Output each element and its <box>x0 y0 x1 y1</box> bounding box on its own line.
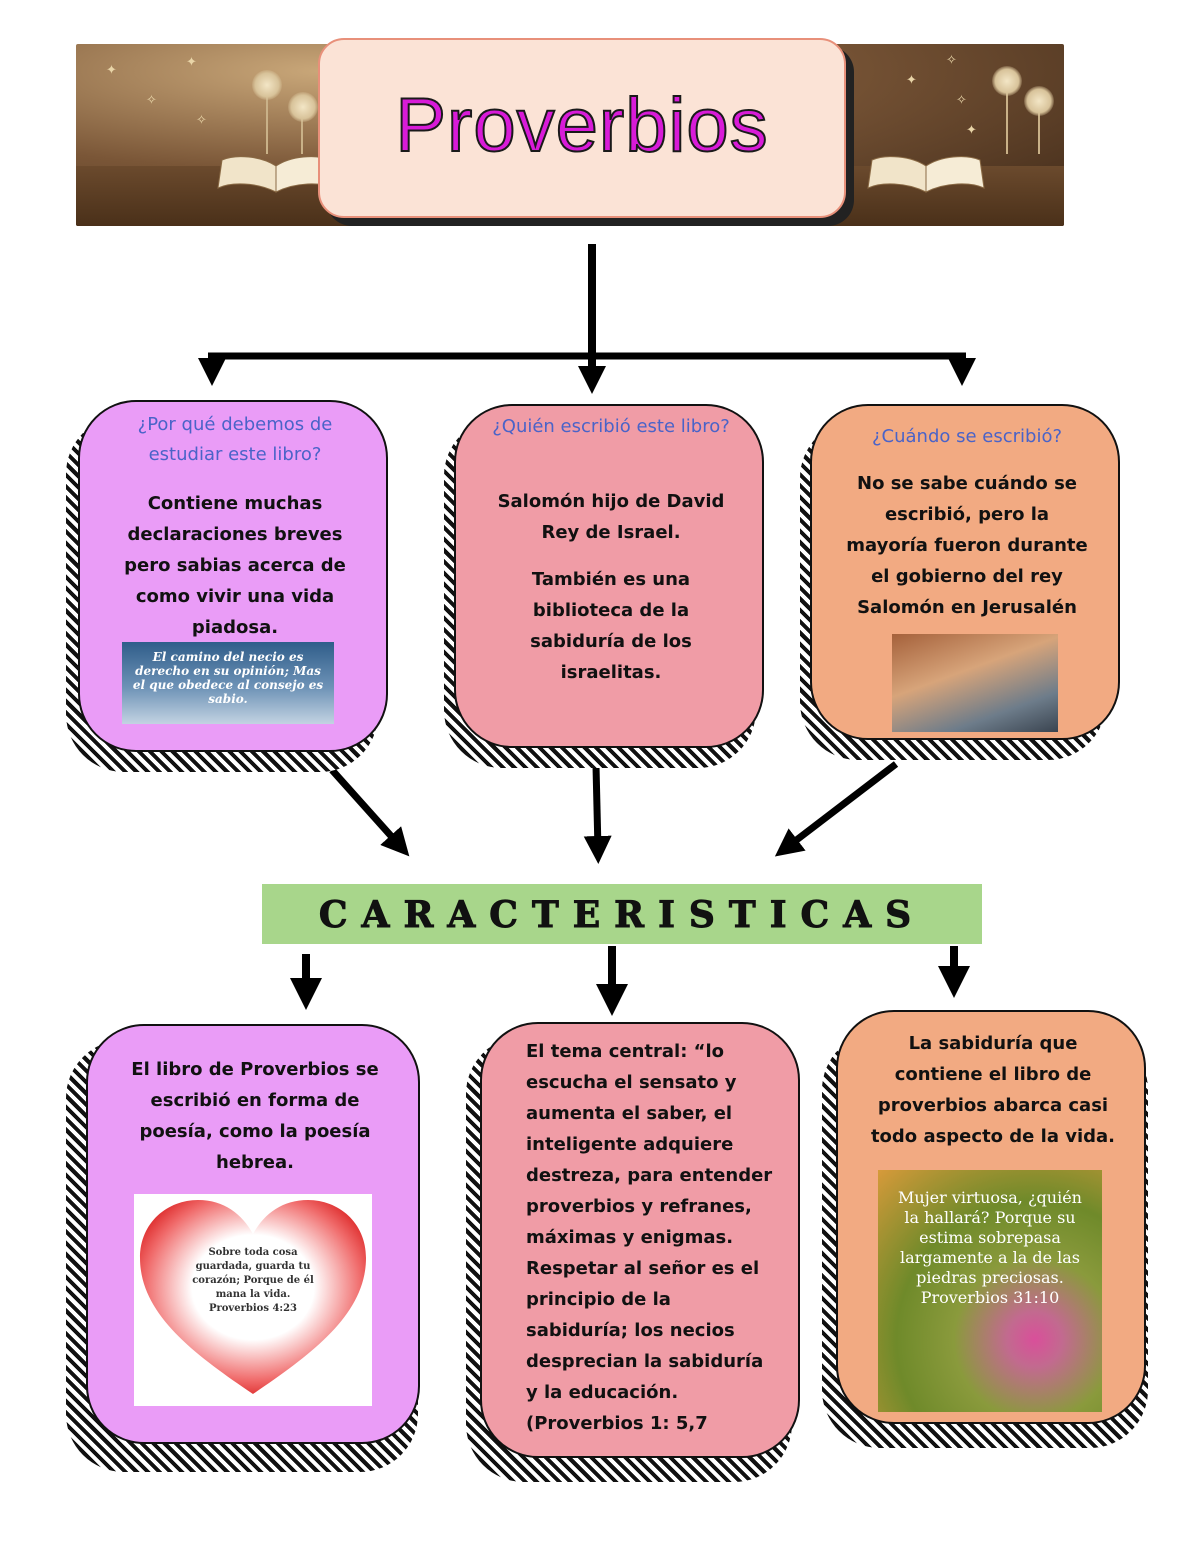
king-solomon-image <box>892 634 1058 732</box>
image-caption: El camino del necio es derecho en su opi… <box>132 650 324 706</box>
dandelion-icon <box>288 92 318 122</box>
arrow-card-3-to-heading <box>774 761 899 857</box>
characteristics-heading: CARACTERISTICAS <box>318 894 926 937</box>
card-body: El tema central: “lo escucha el sensato … <box>526 1041 773 1434</box>
butterfly-icon: ✦ <box>106 63 117 78</box>
card-body: Contiene muchas declaraciones breves per… <box>124 493 346 638</box>
card-body: No se sabe cuándo se escribió, pero la m… <box>846 473 1088 618</box>
butterfly-icon: ✦ <box>186 55 197 70</box>
dandelion-stem <box>1006 80 1008 154</box>
card-question: ¿Por qué debemos de estudiar este libro? <box>137 414 333 465</box>
page-title: Proverbios <box>394 82 769 169</box>
card-when-written: ¿Cuándo se escribió? No se sabe cuándo s… <box>810 404 1120 740</box>
butterfly-icon: ✧ <box>146 93 157 108</box>
heart-icon <box>140 1200 366 1394</box>
butterfly-icon: ✦ <box>906 73 917 88</box>
card-question: ¿Quién escribió este libro? <box>492 416 730 437</box>
dandelion-icon <box>992 66 1022 96</box>
title-box: Proverbios <box>318 38 846 218</box>
heart-image: Sobre toda cosa guardada, guarda tu cora… <box>134 1194 372 1406</box>
card-body: Salomón hijo de David Rey de Israel. <box>497 491 725 543</box>
characteristics-heading-bar: CARACTERISTICAS <box>262 884 982 944</box>
card-body: La sabiduría que contiene el libro de pr… <box>870 1033 1116 1147</box>
butterfly-icon: ✧ <box>196 113 207 128</box>
card-why-study: ¿Por qué debemos de estudiar este libro?… <box>78 400 388 752</box>
card-body: El libro de Proverbios se escribió en fo… <box>131 1059 379 1173</box>
butterfly-icon: ✧ <box>946 53 957 68</box>
image-caption: Sobre toda cosa guardada, guarda tu cora… <box>192 1247 314 1314</box>
card-poetry: El libro de Proverbios se escribió en fo… <box>86 1024 420 1444</box>
quote-image: El camino del necio es derecho en su opi… <box>122 642 334 724</box>
dandelion-stem <box>301 104 303 154</box>
card-wisdom: La sabiduría que contiene el libro de pr… <box>836 1010 1146 1424</box>
card-question: ¿Cuándo se escribió? <box>871 426 1063 447</box>
card-body: También es una biblioteca de la sabidurí… <box>530 569 692 683</box>
butterfly-icon: ✦ <box>966 123 977 138</box>
dandelion-icon <box>252 70 282 100</box>
open-book-icon <box>867 156 985 193</box>
arrow-card-1-to-heading <box>329 767 410 857</box>
card-who-wrote: ¿Quién escribió este libro? Salomón hijo… <box>454 404 764 748</box>
dandelion-stem <box>266 84 268 154</box>
image-caption: Mujer virtuosa, ¿quién la hallará? Porqu… <box>898 1188 1082 1307</box>
card-central-theme: El tema central: “lo escucha el sensato … <box>480 1022 800 1458</box>
arrow-card-2-to-heading <box>583 765 612 864</box>
dandelion-stem <box>1038 98 1040 154</box>
butterfly-icon: ✧ <box>956 93 967 108</box>
dandelion-icon <box>1024 86 1054 116</box>
flower-quote-image: Mujer virtuosa, ¿quién la hallará? Porqu… <box>878 1170 1102 1412</box>
